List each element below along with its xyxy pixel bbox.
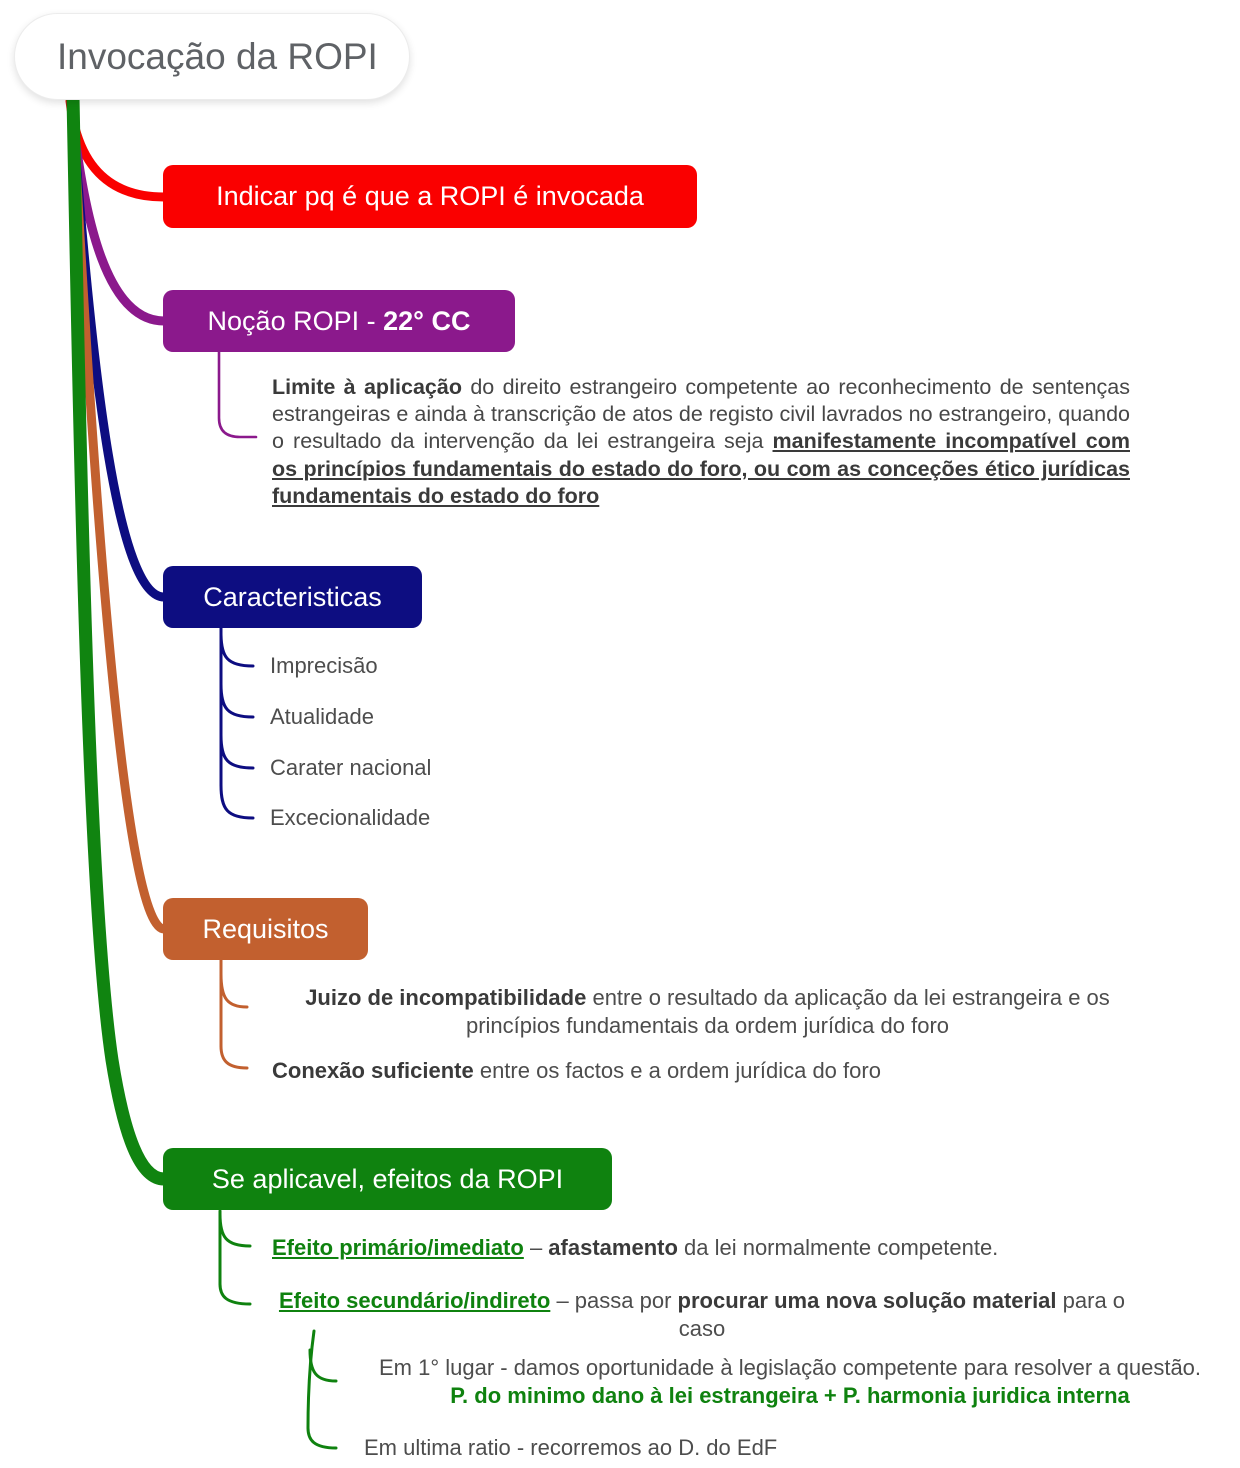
item-efeito-primario-rest: da lei normalmente competente.: [677, 1235, 999, 1260]
item-conexao-bold: Conexão suficiente: [272, 1058, 474, 1083]
branch-line-orange: [68, 105, 169, 934]
stem-green-sub: [306, 1329, 316, 1430]
stem-orange-2: [219, 1044, 249, 1070]
item-efeito-secundario[interactable]: Efeito secundário/indireto – passa por p…: [278, 1287, 1126, 1342]
note-body-text: do direito estrangeiro competente ao rec…: [272, 375, 1130, 454]
stem-navy-3: [219, 733, 255, 770]
stem-green-sub-2: [306, 1426, 338, 1450]
stem-navy-1: [219, 631, 255, 668]
topic-nocao-label-plain: Noção ROPI -: [207, 305, 384, 336]
item-conexao-rest: entre os factos e a ordem jurídica do fo…: [473, 1058, 881, 1083]
item-excecionalidade[interactable]: Excecionalidade: [270, 805, 431, 830]
connector-purple-note: [217, 350, 258, 439]
item-juizo-bold: Juizo de incompatibilidade: [305, 985, 587, 1010]
stem-green-1: [218, 1212, 252, 1248]
stem-green-2: [218, 1282, 252, 1306]
item-em-primeiro-lugar-line2: P. do minimo dano à lei estrangeira + P.…: [450, 1382, 1130, 1408]
stem-green-sub-1: [308, 1348, 338, 1383]
item-efeito-primario[interactable]: Efeito primário/imediato – afastamento d…: [272, 1234, 998, 1262]
topic-nocao-ropi[interactable]: Noção ROPI - 22° CC: [163, 290, 515, 352]
item-em-ultima-ratio[interactable]: Em ultima ratio - recorremos ao D. do Ed…: [364, 1435, 778, 1460]
branch-line-green-trunk: [66, 96, 165, 1186]
stem-navy-4: [219, 783, 255, 820]
topic-nocao-label-bold: 22° CC: [383, 305, 471, 336]
topic-requisitos-label: Requisitos: [202, 913, 329, 944]
topic-efeitos-label: Se aplicavel, efeitos da ROPI: [211, 1163, 564, 1194]
item-efeito-secundario-title: Efeito secundário/indireto: [278, 1288, 551, 1313]
topic-indicar[interactable]: Indicar pq é que a ROPI é invocada: [163, 165, 697, 228]
topic-efeitos-ropi[interactable]: Se aplicavel, efeitos da ROPI: [163, 1148, 612, 1210]
topic-caracteristicas-label: Caracteristicas: [203, 581, 382, 612]
note-nocao-ropi[interactable]: Limite à aplicação do direito estrangeir…: [272, 374, 1130, 510]
item-efeito-primario-sep: –: [523, 1235, 549, 1260]
root-topic[interactable]: Invocação da ROPI: [14, 13, 410, 100]
stem-navy-2: [219, 682, 255, 719]
item-carater-nacional[interactable]: Carater nacional: [270, 755, 432, 780]
branch-line-navy: [67, 101, 169, 602]
branch-line-purple: [66, 98, 169, 326]
topic-caracteristicas[interactable]: Caracteristicas: [163, 566, 422, 628]
item-em-primeiro-lugar[interactable]: Em 1° lugar - damos oportunidade à legis…: [345, 1354, 1235, 1409]
item-efeito-primario-bold: afastamento: [548, 1235, 678, 1260]
item-efeito-secundario-rest: para o caso: [678, 1288, 1126, 1341]
item-efeito-secundario-bold: procurar uma nova solução material: [677, 1288, 1057, 1313]
stem-orange-1: [219, 972, 249, 1009]
root-topic-label: Invocação da ROPI: [57, 35, 378, 77]
note-emphasis-bold-underline: manifestamente incompatível com os princ…: [272, 429, 1130, 508]
item-juizo-rest: entre o resultado da aplicação da lei es…: [465, 985, 1110, 1038]
branch-line-red: [65, 96, 169, 202]
topic-indicar-label: Indicar pq é que a ROPI é invocada: [216, 181, 644, 211]
item-efeito-secundario-sep: – passa por: [550, 1288, 678, 1313]
item-juizo-incompatibilidade[interactable]: Juizo de incompatibilidade entre o resul…: [285, 984, 1130, 1039]
item-conexao-suficiente[interactable]: Conexão suficiente entre os factos e a o…: [272, 1057, 881, 1085]
item-efeito-primario-title: Efeito primário/imediato: [272, 1235, 524, 1260]
item-em-primeiro-lugar-line1: Em 1° lugar - damos oportunidade à legis…: [378, 1355, 1202, 1380]
item-imprecisao[interactable]: Imprecisão: [270, 653, 378, 678]
topic-requisitos[interactable]: Requisitos: [163, 898, 368, 960]
note-lead-bold: Limite à aplicação: [272, 375, 462, 399]
item-atualidade[interactable]: Atualidade: [270, 704, 374, 729]
